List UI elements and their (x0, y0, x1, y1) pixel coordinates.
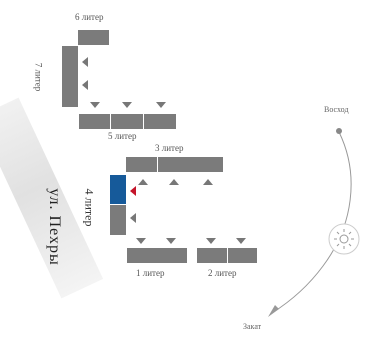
building-3-label: 3 литер (155, 143, 184, 153)
entrance-icon (203, 179, 213, 185)
entrance-icon (169, 179, 179, 185)
building-1[interactable] (127, 248, 187, 263)
entrance-icon (236, 238, 246, 244)
sunset-label: Закат (243, 322, 262, 331)
entrance-icon (206, 238, 216, 244)
selected-entrance-icon (130, 186, 136, 196)
building-5-label: 5 литер (108, 131, 137, 141)
building-6[interactable] (78, 30, 109, 45)
building-4-selected-section[interactable] (110, 175, 126, 204)
building-3[interactable] (126, 157, 223, 172)
sunrise-dot (336, 128, 342, 134)
building-1-label: 1 литер (136, 268, 165, 278)
sunrise-label: Восход (324, 105, 349, 114)
entrance-icon (82, 80, 88, 90)
building-6-label: 6 литер (75, 12, 104, 22)
building-5[interactable] (79, 114, 176, 129)
sun-icon (328, 223, 360, 255)
entrance-icon (82, 57, 88, 67)
entrance-icon (138, 179, 148, 185)
entrance-icon (156, 102, 166, 108)
building-4[interactable] (110, 205, 126, 235)
entrance-icon (136, 238, 146, 244)
entrance-icon (90, 102, 100, 108)
building-2[interactable] (197, 248, 257, 263)
entrance-icon (166, 238, 176, 244)
entrance-icon (130, 213, 136, 223)
entrance-icon (122, 102, 132, 108)
building-7[interactable] (62, 46, 78, 107)
building-2-label: 2 литер (208, 268, 237, 278)
